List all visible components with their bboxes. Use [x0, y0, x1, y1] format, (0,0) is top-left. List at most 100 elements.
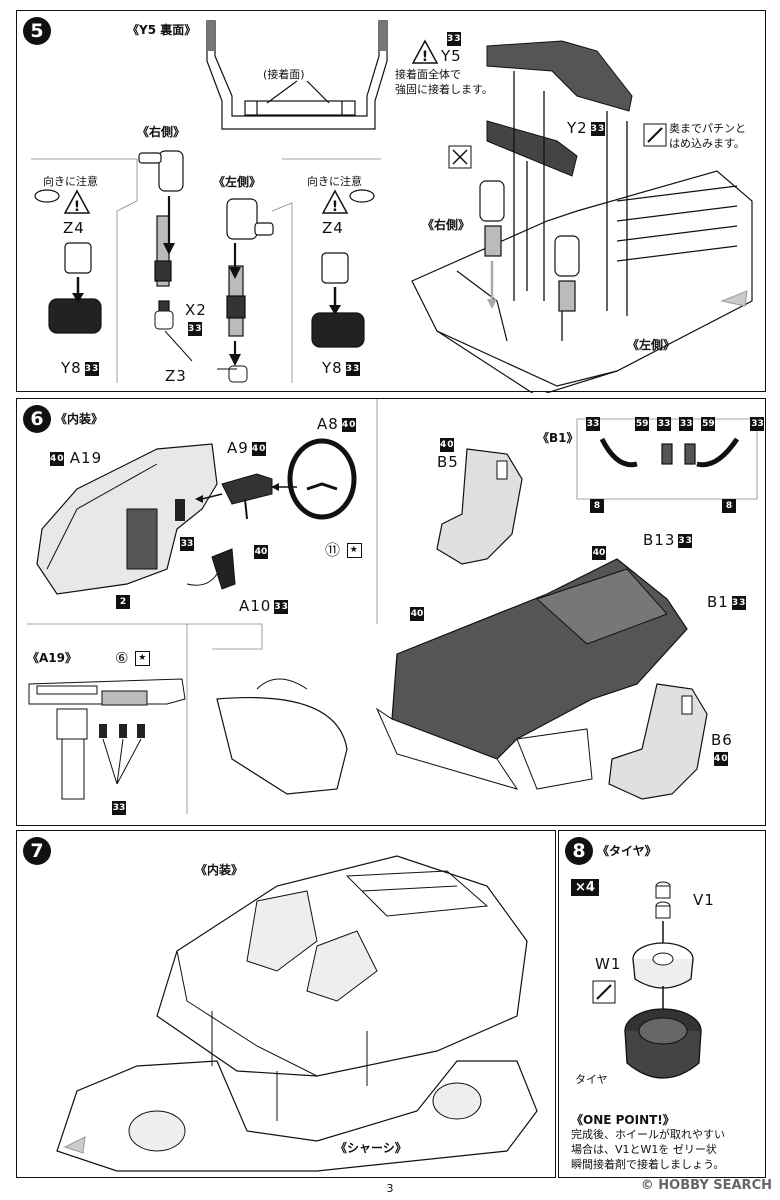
a19-text: A19	[69, 449, 103, 467]
color-badge: 40	[440, 437, 455, 452]
a19-detail-label: 《A19》	[27, 651, 77, 665]
color-badge: 59	[701, 416, 716, 431]
star-icon: ★	[346, 543, 362, 558]
y2-text: Y2	[567, 119, 588, 137]
code-2: 2	[113, 591, 130, 610]
interior-label: 《内装》	[195, 863, 244, 877]
color-badge: 33	[586, 416, 600, 431]
color-badge: 33	[180, 536, 194, 551]
one-point-line2: 場合は、V1とW1を ゼリー状	[571, 1143, 717, 1156]
step7-number: 7	[23, 837, 51, 865]
color-badge: 33	[657, 416, 672, 431]
color-badge: 33	[188, 321, 203, 336]
left-side-assembly-label: 《左側》	[627, 338, 676, 352]
right-side-assembly-label: 《右側》	[422, 218, 471, 232]
step8-title: 《タイヤ》	[597, 844, 657, 858]
w1-label: W1	[595, 955, 622, 973]
y5-note-line2: 強固に接着します。	[395, 83, 493, 96]
one-point-line3: 瞬間接着剤で接着しましょう。	[571, 1158, 725, 1171]
z4-left-label: Z4	[63, 219, 85, 237]
color-badge: 40	[592, 545, 606, 560]
snap-note-line1: 奥までパチンと	[669, 122, 746, 135]
z3-label: Z3	[165, 367, 187, 385]
code-40-floor: 40	[407, 603, 424, 622]
page-number: 3	[386, 1182, 394, 1195]
svg-text:!: !	[422, 49, 428, 65]
y8-right-text: Y8	[322, 359, 343, 377]
b1-detail-label: 《B1》	[537, 431, 579, 445]
step8-illustration	[592, 881, 702, 1079]
orientation-note-right: 向きに注意	[307, 175, 362, 188]
y5-text: Y5	[441, 47, 462, 65]
b1-text: B1	[707, 593, 729, 611]
code-8-left: 8	[587, 495, 604, 514]
multiplier-badge: ×4	[571, 879, 599, 896]
v1-label: V1	[693, 891, 715, 909]
orientation-note-left: 向きに注意	[43, 175, 98, 188]
color-badge: 33	[679, 416, 694, 431]
color-badge: 40	[254, 544, 268, 559]
snap-note: 奥までパチンとはめ込みます。	[669, 121, 746, 151]
color-badge: 33	[750, 416, 765, 431]
y5-note-line1: 接着面全体で	[395, 68, 461, 81]
step7-panel: 7 《内装》 《シャーシ》	[16, 830, 556, 1178]
left-side-label: 《左側》	[213, 175, 262, 189]
color-badge: 33	[731, 595, 747, 610]
one-point-note: 完成後、ホイールが取れやすい 場合は、V1とW1を ゼリー状 瞬間接着剤で接着し…	[571, 1127, 725, 1172]
color-badge: 40	[50, 451, 65, 466]
step5-number: 5	[23, 17, 51, 45]
a19-label: 40 A19	[47, 449, 102, 467]
b1-detail-codes: 33 59 33 33 59 33	[583, 413, 765, 432]
color-badge: 8	[722, 498, 736, 513]
a8-text: A8	[317, 415, 339, 433]
color-badge: 33	[84, 361, 100, 376]
step7-illustration	[56, 855, 538, 1172]
bond-surface-label: (接着面)	[263, 68, 305, 81]
step8-panel: 8 《タイヤ》 ×4 V1 W1 タイヤ 《ONE POINT!》 完成後、ホイ…	[558, 830, 766, 1178]
code-6-text: ⑥	[115, 649, 130, 667]
code-40-shift: 40	[251, 541, 268, 560]
color-badge: 40	[714, 751, 729, 766]
step5-illustration: !!!	[31, 20, 753, 393]
svg-text:!: !	[332, 199, 338, 215]
step5-panel: !!! 5	[16, 10, 766, 393]
a9-text: A9	[227, 439, 249, 457]
color-badge: 33	[112, 800, 126, 815]
y8-left-text: Y8	[61, 359, 82, 377]
y5-back-label: 《Y5 裏面》	[127, 23, 197, 37]
tire-label: タイヤ	[575, 1073, 608, 1086]
one-point-title: 《ONE POINT!》	[571, 1113, 675, 1127]
color-badge: 8	[590, 498, 604, 513]
color-badge: 33	[447, 31, 462, 46]
watermark: © HOBBY SEARCH	[640, 1178, 772, 1193]
step6-number: 6	[23, 405, 51, 433]
y5-note: 接着面全体で強固に接着します。	[395, 67, 493, 97]
code-11: ⑪ ★	[325, 539, 362, 560]
one-point-line1: 完成後、ホイールが取れやすい	[571, 1128, 725, 1141]
a10-text: A10	[239, 597, 272, 615]
color-badge: 2	[116, 594, 130, 609]
right-side-label: 《右側》	[137, 125, 186, 139]
code-33-a19: 33	[109, 797, 126, 816]
b13-text: B13	[643, 531, 676, 549]
z4-right-label: Z4	[322, 219, 344, 237]
color-badge: 33	[345, 361, 361, 376]
color-badge: 33	[678, 533, 693, 548]
color-badge: 40	[410, 606, 424, 621]
step6-illustration	[27, 399, 758, 814]
color-badge: 40	[251, 441, 267, 456]
color-badge: 40	[341, 417, 357, 432]
svg-text:!: !	[74, 199, 80, 215]
